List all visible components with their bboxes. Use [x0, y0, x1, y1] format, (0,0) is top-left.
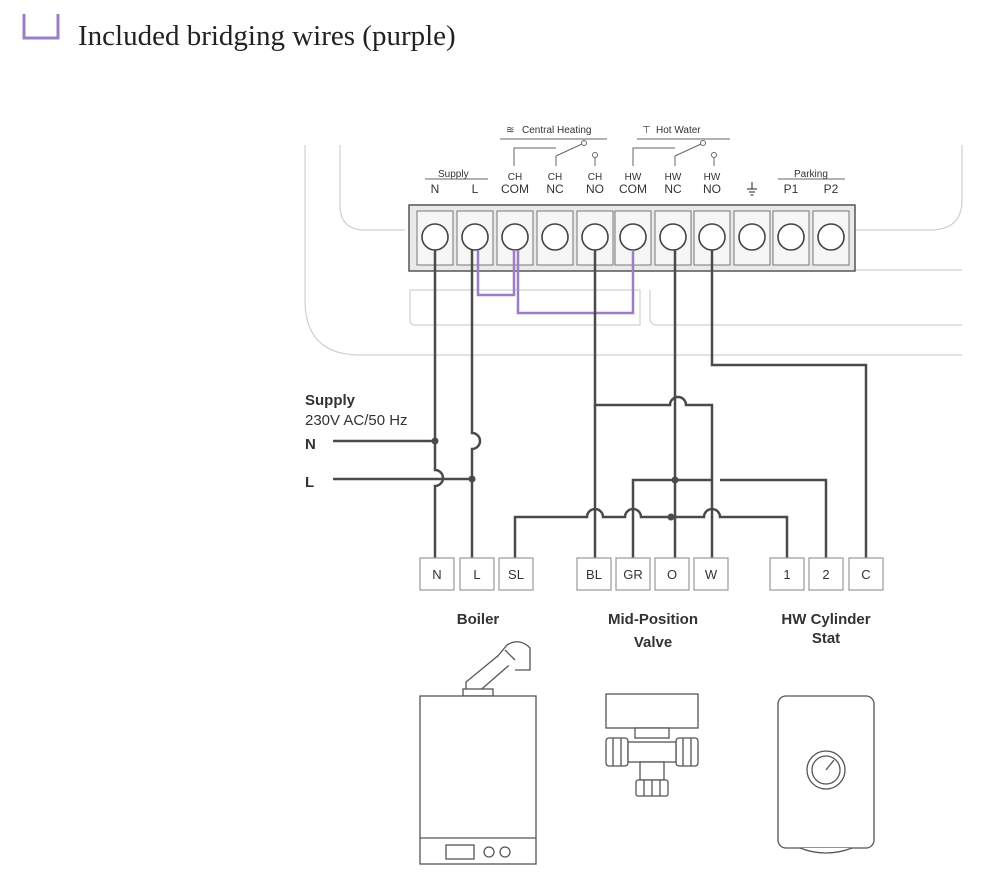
central-heating-label: Central Heating — [522, 125, 591, 136]
supply-spec: 230V AC/50 Hz — [305, 412, 408, 429]
svg-text:GR: GR — [623, 567, 643, 582]
terminal-top-label: HW — [625, 172, 642, 183]
device-terminal-2: 2 — [808, 557, 844, 591]
terminal-screw[interactable] — [456, 210, 494, 266]
svg-text:N: N — [432, 567, 441, 582]
device-terminal-o: O — [654, 557, 690, 591]
terminal-label-com: COM — [501, 182, 529, 196]
svg-text:BL: BL — [586, 567, 602, 582]
heating-icon: ≋ — [506, 125, 514, 136]
valve-label-line2: Valve — [634, 634, 672, 651]
wire-ch-no — [593, 250, 714, 560]
terminal-label-nc: NC — [664, 182, 682, 196]
valve-icon — [605, 693, 699, 797]
device-terminal-sl: SL — [498, 557, 534, 591]
terminal-label-n: N — [431, 182, 440, 196]
device-terminal-bl: BL — [576, 557, 612, 591]
legend-label: Included bridging wires (purple) — [78, 20, 456, 52]
device-terminal-1: 1 — [769, 557, 805, 591]
svg-text:L: L — [473, 567, 480, 582]
terminal-screw[interactable] — [733, 210, 771, 266]
terminal-top-label: CH — [508, 172, 522, 183]
wire-sl-bus — [513, 507, 789, 560]
tap-icon: ⊤ — [642, 125, 651, 136]
bridge-wire-swatch-icon — [22, 14, 60, 40]
earth-icon — [747, 182, 757, 196]
cylinder-stat-icon — [777, 695, 875, 854]
svg-text:SL: SL — [508, 567, 524, 582]
terminal-screw[interactable] — [812, 210, 850, 266]
terminal-screw[interactable] — [536, 210, 574, 266]
supply-l-label: L — [305, 474, 314, 491]
wire-gr-bus — [631, 478, 828, 560]
terminal-screw[interactable] — [772, 210, 810, 266]
wire-l — [470, 250, 482, 560]
hw-relay-symbol — [632, 140, 717, 166]
wire-hw-no — [710, 250, 868, 560]
terminal-label-p1: P1 — [784, 182, 799, 196]
terminal-label-no: NO — [586, 182, 604, 196]
svg-text:1: 1 — [783, 567, 790, 582]
device-terminal-w: W — [693, 557, 729, 591]
ch-relay-symbol — [513, 140, 598, 166]
svg-text:W: W — [705, 567, 718, 582]
terminal-top-label: HW — [665, 172, 682, 183]
terminal-label-no: NO — [703, 182, 721, 196]
device-terminal-boxes: N L SL BL GR O W 1 2 C — [419, 557, 884, 591]
terminal-top-label: CH — [548, 172, 562, 183]
boiler-icon — [419, 641, 537, 865]
central-heating-header: ≋ Central Heating — [500, 125, 607, 140]
device-terminal-l: L — [459, 557, 495, 591]
device-terminal-c: C — [848, 557, 884, 591]
terminal-label-nc: NC — [546, 182, 564, 196]
wire-junctions — [431, 437, 679, 521]
terminal-label-com: COM — [619, 182, 647, 196]
svg-text:2: 2 — [822, 567, 829, 582]
device-terminal-n: N — [419, 557, 455, 591]
svg-text:O: O — [667, 567, 677, 582]
hot-water-header: ⊤ Hot Water — [637, 125, 730, 140]
hot-water-label: Hot Water — [656, 125, 701, 136]
bridging-wires — [476, 250, 635, 315]
bridge-wire-l-to-ch-com — [476, 250, 516, 297]
svg-text:C: C — [861, 567, 870, 582]
terminal-top-label: HW — [704, 172, 721, 183]
terminal-label-l: L — [472, 182, 479, 196]
terminal-screw[interactable] — [654, 210, 692, 266]
boiler-label: Boiler — [457, 611, 500, 628]
terminal-top-label: CH — [588, 172, 602, 183]
supply-n-label: N — [305, 436, 316, 453]
supply-group-label: Supply — [438, 169, 469, 180]
parking-group-label: Parking — [794, 169, 828, 180]
device-terminal-gr: GR — [615, 557, 651, 591]
supply-title: Supply — [305, 392, 356, 409]
stat-label-line1: HW Cylinder — [781, 611, 870, 628]
terminal-label-p2: P2 — [824, 182, 839, 196]
bridge-wire-ch-com-to-hw-com — [516, 250, 635, 315]
stat-label-line2: Stat — [812, 630, 840, 647]
wire-n — [433, 250, 445, 560]
backplate-outline — [304, 145, 963, 356]
valve-label-line1: Mid-Position — [608, 611, 698, 628]
field-wiring — [333, 250, 868, 560]
